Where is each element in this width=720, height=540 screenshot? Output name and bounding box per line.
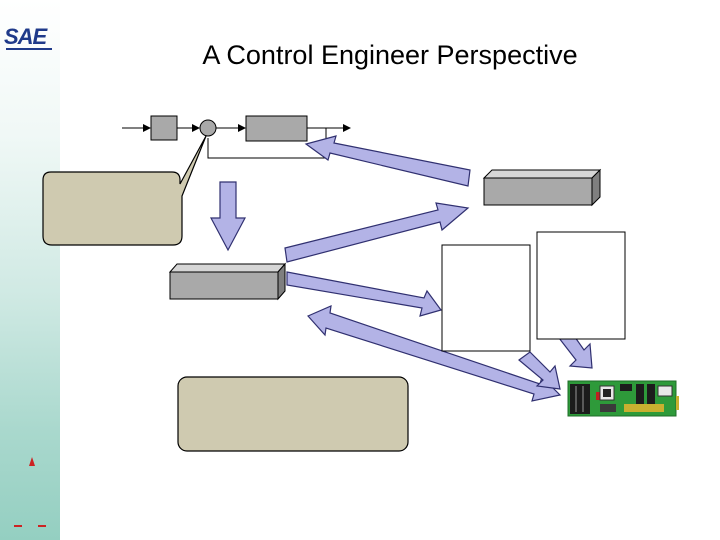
arrow-right-to-loop (304, 135, 471, 187)
panel-left (441, 244, 531, 352)
lower-callout (177, 376, 409, 452)
upper-callout (42, 135, 207, 246)
logo-underline (6, 48, 52, 50)
arrow-panel1-to-board (518, 351, 561, 390)
summing-junction (199, 119, 217, 137)
right-3d-block (482, 168, 602, 207)
arrow-center-to-panel (286, 271, 442, 317)
prefilter-block (150, 115, 178, 141)
arrow-center-to-right (284, 202, 470, 263)
connector-arrows (284, 135, 593, 402)
page-title: A Control Engineer Perspective (202, 40, 578, 70)
triangle-marker-icon (29, 457, 35, 466)
dash-marker-right (38, 525, 46, 527)
circuit-board-icon (567, 380, 679, 417)
dash-marker-left (14, 525, 22, 527)
down-arrow (210, 181, 246, 252)
center-3d-block (168, 262, 287, 301)
sae-logo: SAE (4, 24, 47, 49)
control-loop-diagram (122, 115, 351, 159)
sidebar-gradient (0, 0, 60, 540)
plant-block (245, 115, 308, 142)
arrow-double-to-board (306, 305, 562, 402)
panel-right (536, 231, 626, 340)
